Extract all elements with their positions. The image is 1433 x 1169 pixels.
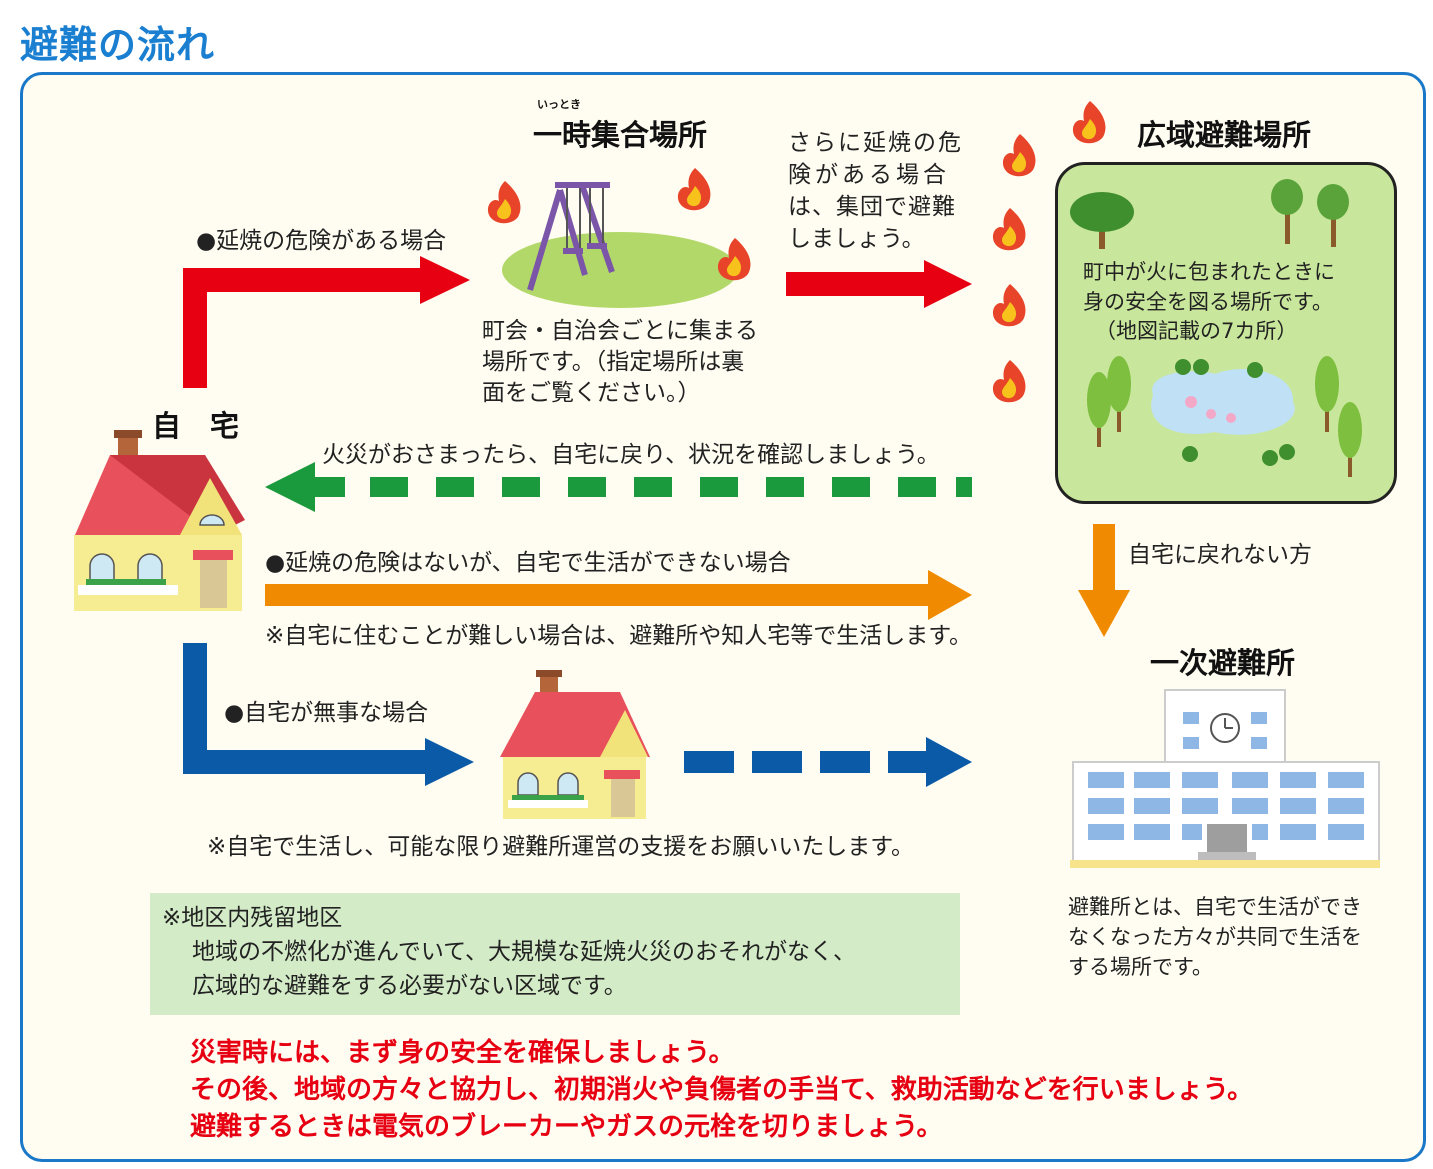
home-icon [74,430,245,611]
group-note-1: さらに延焼の危 [788,130,963,156]
cannot-return-label: 自宅に戻れない方 [1128,542,1312,568]
wide-site-desc-2: 身の安全を図る場所です。 [1083,290,1333,314]
group-evac-arrow [786,260,972,308]
warning-1: 災害時には、まず身の安全を確保しましょう。 [190,1038,735,1068]
cannot-return-arrow [1078,524,1130,637]
remain-area-desc-1: 地域の不燃化が進んでいて、大規模な延焼火災のおそれがなく、 [192,939,857,965]
park-icon [502,182,738,308]
temporary-site-ruby: いっとき [537,98,581,111]
home-safe-note: ※自宅で生活し、可能な限り避難所運営の支援をお願いいたします。 [207,834,914,860]
primary-shelter-desc-3: する場所です。 [1068,955,1213,979]
primary-shelter-desc-2: なくなった方々が共同で生活を [1068,925,1362,949]
home-safe-label: ●自宅が無事な場合 [224,700,429,726]
primary-shelter-heading: 一次避難所 [1150,646,1296,680]
cannot-live-label: ●延焼の危険はないが、自宅で生活ができない場合 [265,550,791,576]
primary-shelter-desc-1: 避難所とは、自宅で生活ができ [1068,895,1362,919]
remain-area-box: ※地区内残留地区 地域の不燃化が進んでいて、大規模な延焼火災のおそれがなく、 広… [150,893,960,1015]
temporary-site-desc-1: 町会・自治会ごとに集まる [482,318,758,344]
group-note-3: は、集団で避難 [788,194,956,220]
remain-area-desc-2: 広域的な避難をする必要がない区域です。 [192,973,627,999]
safe-home-icon [500,670,650,819]
return-home-label: 火災がおさまったら、自宅に戻り、状況を確認しましょう。 [322,442,940,468]
return-home-arrow [265,462,972,512]
cannot-live-note: ※自宅に住むことが難しい場合は、避難所や知人宅等で生活します。 [265,623,972,649]
wide-site-heading: 広域避難場所 [1137,118,1312,152]
group-note-4: しましょう。 [788,226,925,252]
warning-2: その後、地域の方々と協力し、初期消火や負傷者の手当て、救助活動などを行いましょう… [190,1075,1254,1105]
temporary-site-heading: 一時集合場所 [533,118,708,152]
shelter-arrow [265,570,972,620]
warning-3: 避難するときは電気のブレーカーやガスの元栓を切りましょう。 [190,1112,943,1142]
home-label: 自 宅 [152,409,240,443]
temporary-site-desc-3: 面をご覧ください。） [482,380,701,406]
remain-area-title: ※地区内残留地区 [162,905,343,931]
fire-danger-arrow [183,256,470,388]
wide-site-desc-3: （地図記載の7カ所） [1095,319,1298,343]
temporary-site-desc-2: 場所です。（指定場所は裏 [482,349,745,375]
home-safe-arrow [183,643,972,787]
fire-icon [487,101,1106,403]
wide-area-site-box [1055,162,1397,504]
wide-site-desc-1: 町中が火に包まれたときに [1083,260,1335,284]
fire-danger-label: ●延焼の危険がある場合 [196,228,447,254]
page-title: 避難の流れ [20,23,216,67]
group-note-2: 険がある場合 [788,162,950,188]
park-scene-icon [1070,179,1362,477]
